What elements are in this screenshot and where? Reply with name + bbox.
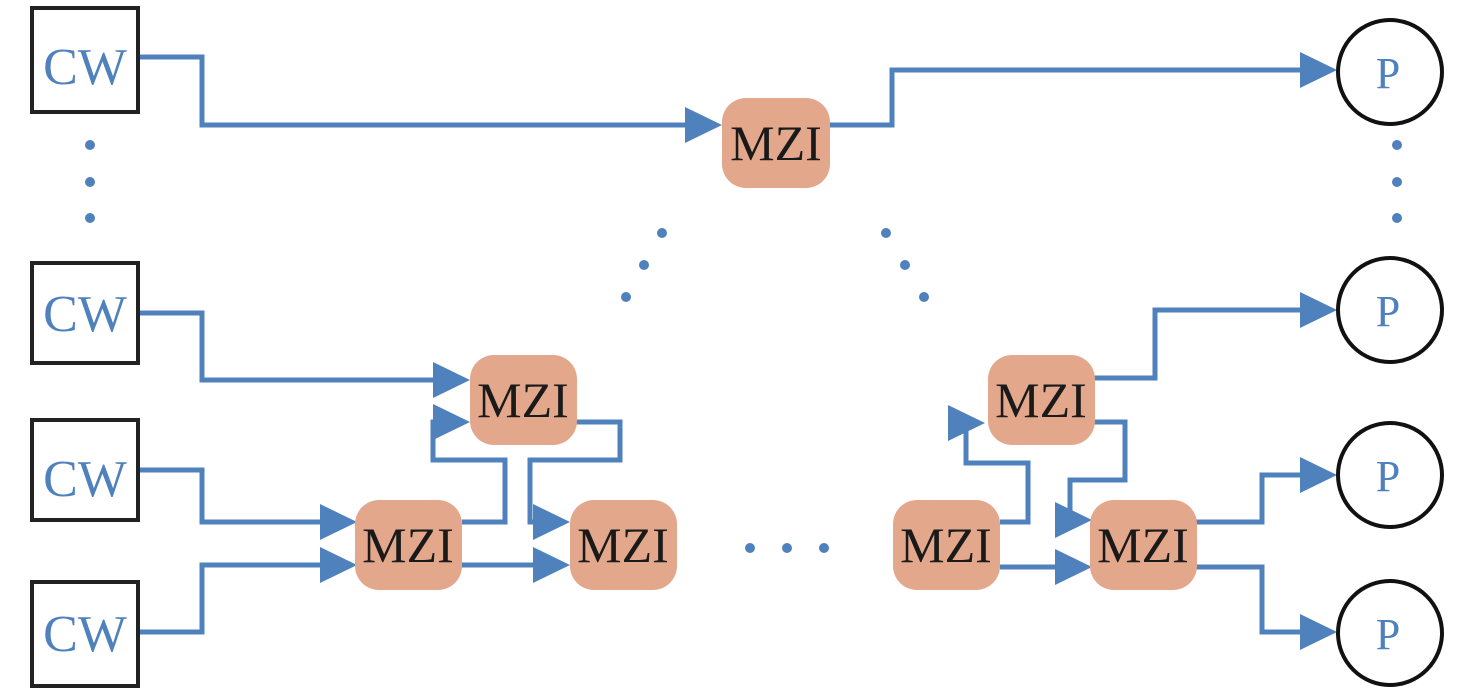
- arrowhead: [433, 362, 470, 398]
- mzi-block: MZI: [722, 98, 830, 188]
- mzi-label: MZI: [577, 517, 669, 573]
- diagonal-ellipsis-left: [621, 228, 667, 302]
- wire-mzi-f-to-p4: [1195, 564, 1320, 635]
- p-label: P: [1376, 49, 1400, 98]
- mzi-block: MZI: [355, 500, 462, 590]
- wire-mzi-top-to-p1: [830, 67, 1320, 128]
- cw-source: CW: [30, 6, 140, 114]
- cw-source: CW: [30, 580, 140, 688]
- arrowhead: [533, 504, 570, 540]
- horizontal-ellipsis-middle: [745, 543, 829, 553]
- cw-sources: CW CW CW CW: [30, 6, 140, 688]
- mzi-label: MZI: [995, 372, 1087, 428]
- mzi-block: MZI: [893, 500, 1000, 590]
- mzi-label: MZI: [1097, 517, 1189, 573]
- arrowhead: [1300, 292, 1337, 328]
- mzi-block: MZI: [570, 500, 677, 590]
- arrowhead: [948, 405, 985, 441]
- wire-cw3-to-mzi-b: [138, 467, 340, 525]
- arrowhead: [1055, 549, 1092, 585]
- wire-cw4-to-mzi-b: [138, 562, 340, 635]
- ellipsis-dots: [85, 140, 1402, 553]
- cw-label: CW: [43, 286, 127, 343]
- arrowhead: [320, 504, 357, 540]
- arrowhead: [1300, 457, 1337, 493]
- cw-label: CW: [43, 451, 127, 508]
- arrowhead: [1300, 614, 1337, 650]
- cw-label: CW: [43, 606, 127, 663]
- vertical-ellipsis-right: [1392, 140, 1402, 223]
- mzi-block: MZI: [1090, 500, 1197, 590]
- arrowhead: [320, 547, 357, 583]
- arrowhead: [685, 107, 722, 143]
- arrowhead: [433, 404, 470, 440]
- mzi-block: MZI: [470, 355, 577, 445]
- diagonal-ellipsis-right: [881, 228, 929, 302]
- mzi-label: MZI: [730, 115, 822, 171]
- p-label: P: [1376, 452, 1400, 501]
- p-detectors: P P P P: [1336, 18, 1444, 687]
- p-detector: P: [1336, 256, 1444, 364]
- mzi-blocks: MZI MZI MZI MZI MZI MZI MZI: [355, 98, 1197, 590]
- arrowhead: [1055, 502, 1092, 538]
- p-label: P: [1376, 287, 1400, 336]
- wire-cw1-to-mzi-top: [138, 54, 700, 128]
- arrowhead: [1300, 52, 1337, 88]
- cw-source: CW: [30, 261, 140, 365]
- cw-label: CW: [43, 39, 127, 96]
- mzi-block: MZI: [988, 355, 1095, 445]
- mzi-label: MZI: [900, 517, 992, 573]
- wire-mzi-e-to-p2: [1093, 307, 1320, 381]
- mzi-label: MZI: [477, 372, 569, 428]
- wire-mzi-f-to-p3: [1195, 472, 1320, 525]
- wire-cw2-to-mzi-a: [138, 310, 455, 383]
- vertical-ellipsis-left: [85, 140, 95, 223]
- p-detector: P: [1336, 18, 1444, 126]
- arrowhead: [533, 547, 570, 583]
- connection-lines: [138, 54, 1320, 635]
- p-detector: P: [1336, 421, 1444, 529]
- mzi-label: MZI: [362, 517, 454, 573]
- p-label: P: [1376, 610, 1400, 659]
- p-detector: P: [1336, 579, 1444, 687]
- arrowheads: [320, 52, 1337, 650]
- cw-source: CW: [30, 418, 140, 522]
